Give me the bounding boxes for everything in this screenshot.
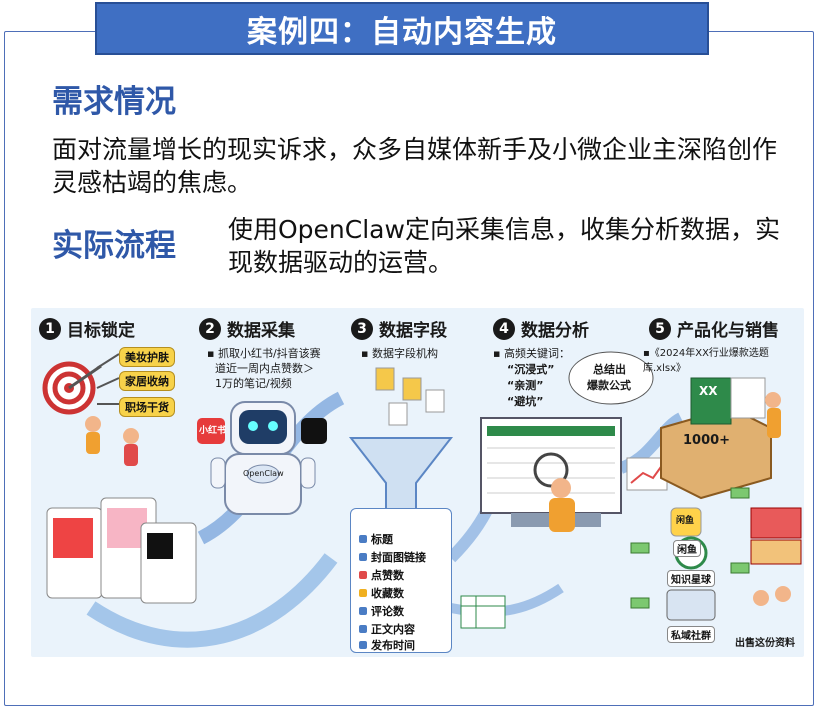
people-icon bbox=[85, 416, 139, 466]
step-1-number: 1 bbox=[39, 317, 61, 340]
step-1-title: 1 目标锁定 bbox=[39, 316, 135, 341]
field-title-label: 标题 bbox=[371, 533, 393, 546]
step-5-label: 产品化与销售 bbox=[677, 321, 779, 341]
field-icon bbox=[359, 535, 367, 543]
step-3-number: 3 bbox=[351, 317, 373, 340]
clock-icon bbox=[359, 641, 367, 649]
field-likes-label: 点赞数 bbox=[371, 569, 404, 582]
tag-beauty: 美妆护肤 bbox=[119, 347, 175, 367]
channel-zsxq: 知识星球 bbox=[667, 570, 715, 587]
step-3-title: 3 数据字段 bbox=[351, 316, 447, 341]
target-icon bbox=[42, 361, 102, 415]
keyword-2: “亲测” bbox=[507, 379, 544, 392]
step-3-label: 数据字段 bbox=[379, 321, 447, 341]
data-fields-panel: 标题 封面图链接 点赞数 收藏数 评论数 正文内容 发布时间 bbox=[350, 508, 452, 653]
bubble-line-1: 总结出 bbox=[593, 363, 626, 376]
field-content-label: 正文内容 bbox=[371, 623, 415, 636]
step-4-number: 4 bbox=[493, 317, 515, 340]
field-icon bbox=[359, 553, 367, 561]
star-icon bbox=[359, 589, 367, 597]
robot-icon bbox=[210, 401, 316, 515]
step-2-desc-line-2: 道近一周内点赞数＞ bbox=[215, 362, 314, 375]
robot-label: OpenClaw bbox=[243, 469, 284, 478]
box-count: 1000+ bbox=[683, 433, 731, 448]
step-5-number: 5 bbox=[649, 317, 671, 340]
step-5-desc: ▪《2024年XX行业爆款选题库.xlsx》 bbox=[643, 348, 769, 374]
step-2-number: 2 bbox=[199, 317, 221, 340]
comment-icon bbox=[359, 607, 367, 615]
field-title: 标题 bbox=[359, 531, 393, 547]
channel-xianyu: 闲鱼 bbox=[673, 540, 701, 557]
step-4-desc: ▪ 高频关键词： bbox=[493, 347, 570, 360]
funnel-icon bbox=[348, 367, 454, 514]
need-text: 面对流量增长的现实诉求，众多自媒体新手及小微企业主深陷创作灵感枯竭的焦虑。 bbox=[52, 135, 778, 197]
tag-home: 家居收纳 bbox=[119, 371, 175, 391]
product-box-icon bbox=[660, 377, 781, 500]
field-likes: 点赞数 bbox=[359, 567, 404, 583]
phone-screens-icon bbox=[46, 497, 197, 604]
xianyu-icon-text: 闲鱼 bbox=[676, 516, 695, 526]
step-2-title: 2 数据采集 bbox=[199, 316, 295, 341]
page-title: 案例四：自动内容生成 bbox=[247, 14, 557, 50]
analysis-screen-icon bbox=[480, 417, 668, 532]
sheet-label: XX bbox=[699, 384, 718, 398]
step-5-title: 5 产品化与销售 bbox=[649, 316, 779, 341]
step-3-desc: ▪ 数据字段机构 bbox=[361, 347, 438, 360]
step-2-desc-line-3: 1万的笔记/视频 bbox=[215, 377, 292, 390]
step-2-desc-line-1: ▪ 抓取小红书/抖音该赛 bbox=[207, 347, 321, 360]
keyword-3: “避坑” bbox=[507, 395, 544, 408]
field-cover: 封面图链接 bbox=[359, 549, 426, 565]
keyword-1: “沉浸式” bbox=[507, 363, 555, 376]
workflow-infographic: 1 目标锁定 2 数据采集 3 数据字段 4 数据分析 5 产品化与销售 美妆护… bbox=[31, 308, 804, 657]
field-time-label: 发布时间 bbox=[371, 639, 415, 652]
step-4-title: 4 数据分析 bbox=[493, 316, 589, 341]
step-4-label: 数据分析 bbox=[521, 321, 589, 341]
channel-private: 私域社群 bbox=[667, 626, 715, 643]
step-1-label: 目标锁定 bbox=[67, 321, 135, 341]
flow-heading: 实际流程 bbox=[52, 228, 176, 264]
heart-icon bbox=[359, 571, 367, 579]
tag-career: 职场干货 bbox=[119, 397, 175, 417]
flow-text: 使用OpenClaw定向采集信息，收集分析数据，实现数据驱动的运营。 bbox=[228, 215, 780, 277]
field-time: 发布时间 bbox=[359, 637, 415, 653]
field-content: 正文内容 bbox=[359, 621, 415, 637]
field-comments: 评论数 bbox=[359, 603, 404, 619]
field-comments-label: 评论数 bbox=[371, 605, 404, 618]
footer-caption: 出售这份资料 bbox=[735, 638, 795, 649]
document-icon bbox=[359, 625, 367, 633]
need-heading: 需求情况 bbox=[52, 84, 176, 120]
xiaohongshu-label: 小红书 bbox=[199, 426, 227, 436]
infographic-illustration bbox=[42, 351, 802, 648]
title-banner: 案例四：自动内容生成 bbox=[95, 2, 709, 55]
step-2-label: 数据采集 bbox=[227, 321, 295, 341]
bubble-line-2: 爆款公式 bbox=[587, 379, 631, 392]
field-cover-label: 封面图链接 bbox=[371, 551, 426, 564]
field-favorites-label: 收藏数 bbox=[371, 587, 404, 600]
field-favorites: 收藏数 bbox=[359, 585, 404, 601]
